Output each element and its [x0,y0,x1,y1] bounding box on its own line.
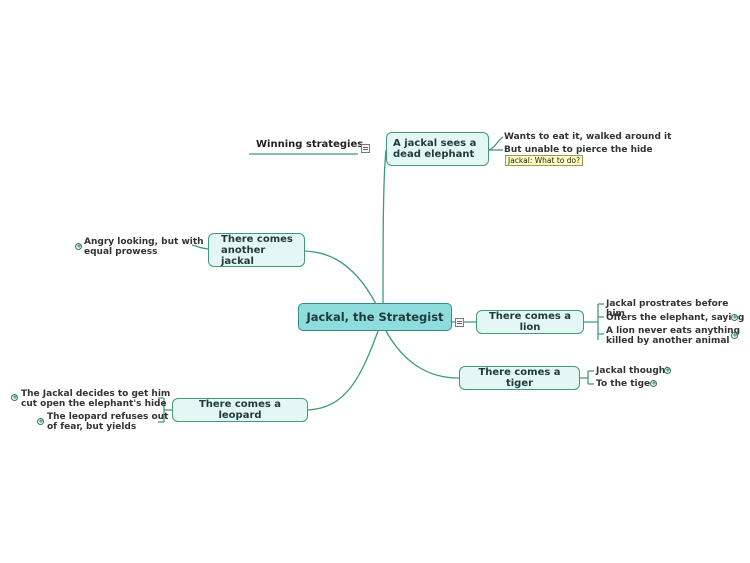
plus-circle-icon[interactable]: + [11,393,18,401]
callout-note: Jackal: What to do? [505,155,584,166]
subtopic-jackal-thought[interactable]: Jackal thought [596,366,670,376]
subtopic-jackal-prostrates[interactable]: Jackal prostrates before him [606,299,729,319]
plus-circle-icon[interactable]: + [664,366,671,374]
topic-label: There comes a lion [488,311,572,333]
topic-label: There comes another jackal [221,233,293,267]
plus-circle-icon[interactable]: + [75,242,82,250]
topic-tiger[interactable]: There comes a tiger [459,366,580,390]
topic-lion[interactable]: There comes a lion [476,310,584,334]
subtopic-decides-cut-open[interactable]: The Jackal decides to get him cut open t… [21,389,171,409]
plus-circle-icon[interactable]: + [731,331,738,339]
topic-label: There comes a tiger [478,367,561,389]
plus-circle-icon[interactable]: + [650,379,657,387]
notes-icon[interactable] [361,144,370,153]
subtopic-leopard-refuses[interactable]: The leopard refuses out of fear, but yie… [47,412,169,432]
subtopic-unable-to-pierce[interactable]: But unable to pierce the hide [504,145,653,155]
central-topic-label: Jackal, the Strategist [306,309,444,324]
subtopic-lion-never-eats[interactable]: A lion never eats anything killed by ano… [606,326,741,346]
subtopic-wants-to-eat[interactable]: Wants to eat it, walked around it [504,132,672,142]
notes-icon[interactable] [455,318,464,327]
plus-circle-icon[interactable]: + [37,417,44,425]
topic-label: A jackal sees a dead elephant [393,138,477,160]
topic-label: There comes a leopard [198,399,282,421]
floating-topic-winning-strategies[interactable]: Winning strategies [256,139,364,150]
central-topic[interactable]: Jackal, the Strategist [298,303,452,331]
topic-another-jackal[interactable]: There comes another jackal [208,233,305,267]
plus-circle-icon[interactable]: + [731,313,738,321]
subtopic-angry-looking[interactable]: Angry looking, but with equal prowess [84,237,204,257]
topic-leopard[interactable]: There comes a leopard [172,398,308,422]
subtopic-offers-elephant[interactable]: Offers the elephant, saying [606,313,745,323]
subtopic-to-the-tiger[interactable]: To the tiger [596,379,655,389]
topic-jackal-sees-elephant[interactable]: A jackal sees a dead elephant [386,132,489,166]
